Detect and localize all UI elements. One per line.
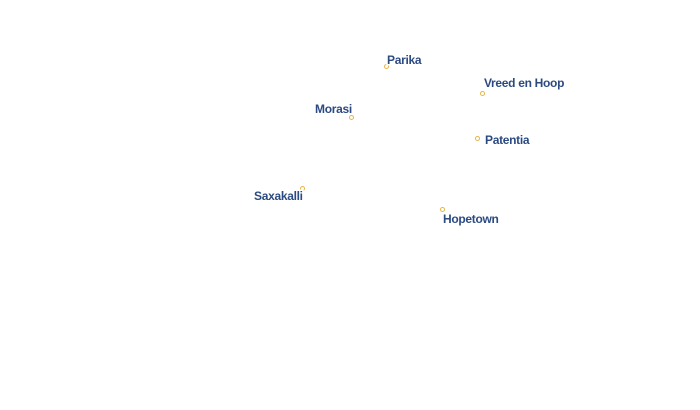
place-marker-parika[interactable] bbox=[384, 64, 389, 69]
place-marker-hopetown[interactable] bbox=[440, 207, 445, 212]
place-label-saxakalli: Saxakalli bbox=[253, 188, 305, 205]
place-marker-saxakalli[interactable] bbox=[300, 186, 305, 191]
place-marker-morasi[interactable] bbox=[349, 115, 354, 120]
place-marker-vreed-en-hoop[interactable] bbox=[480, 91, 485, 96]
place-label-morasi: Morasi bbox=[314, 101, 354, 118]
place-label-vreed-en-hoop: Vreed en Hoop bbox=[482, 75, 565, 92]
place-label-parika: Parika bbox=[385, 52, 423, 69]
place-label-hopetown: Hopetown bbox=[442, 211, 501, 228]
place-label-patentia: Patentia bbox=[483, 132, 531, 149]
place-marker-patentia[interactable] bbox=[475, 136, 480, 141]
